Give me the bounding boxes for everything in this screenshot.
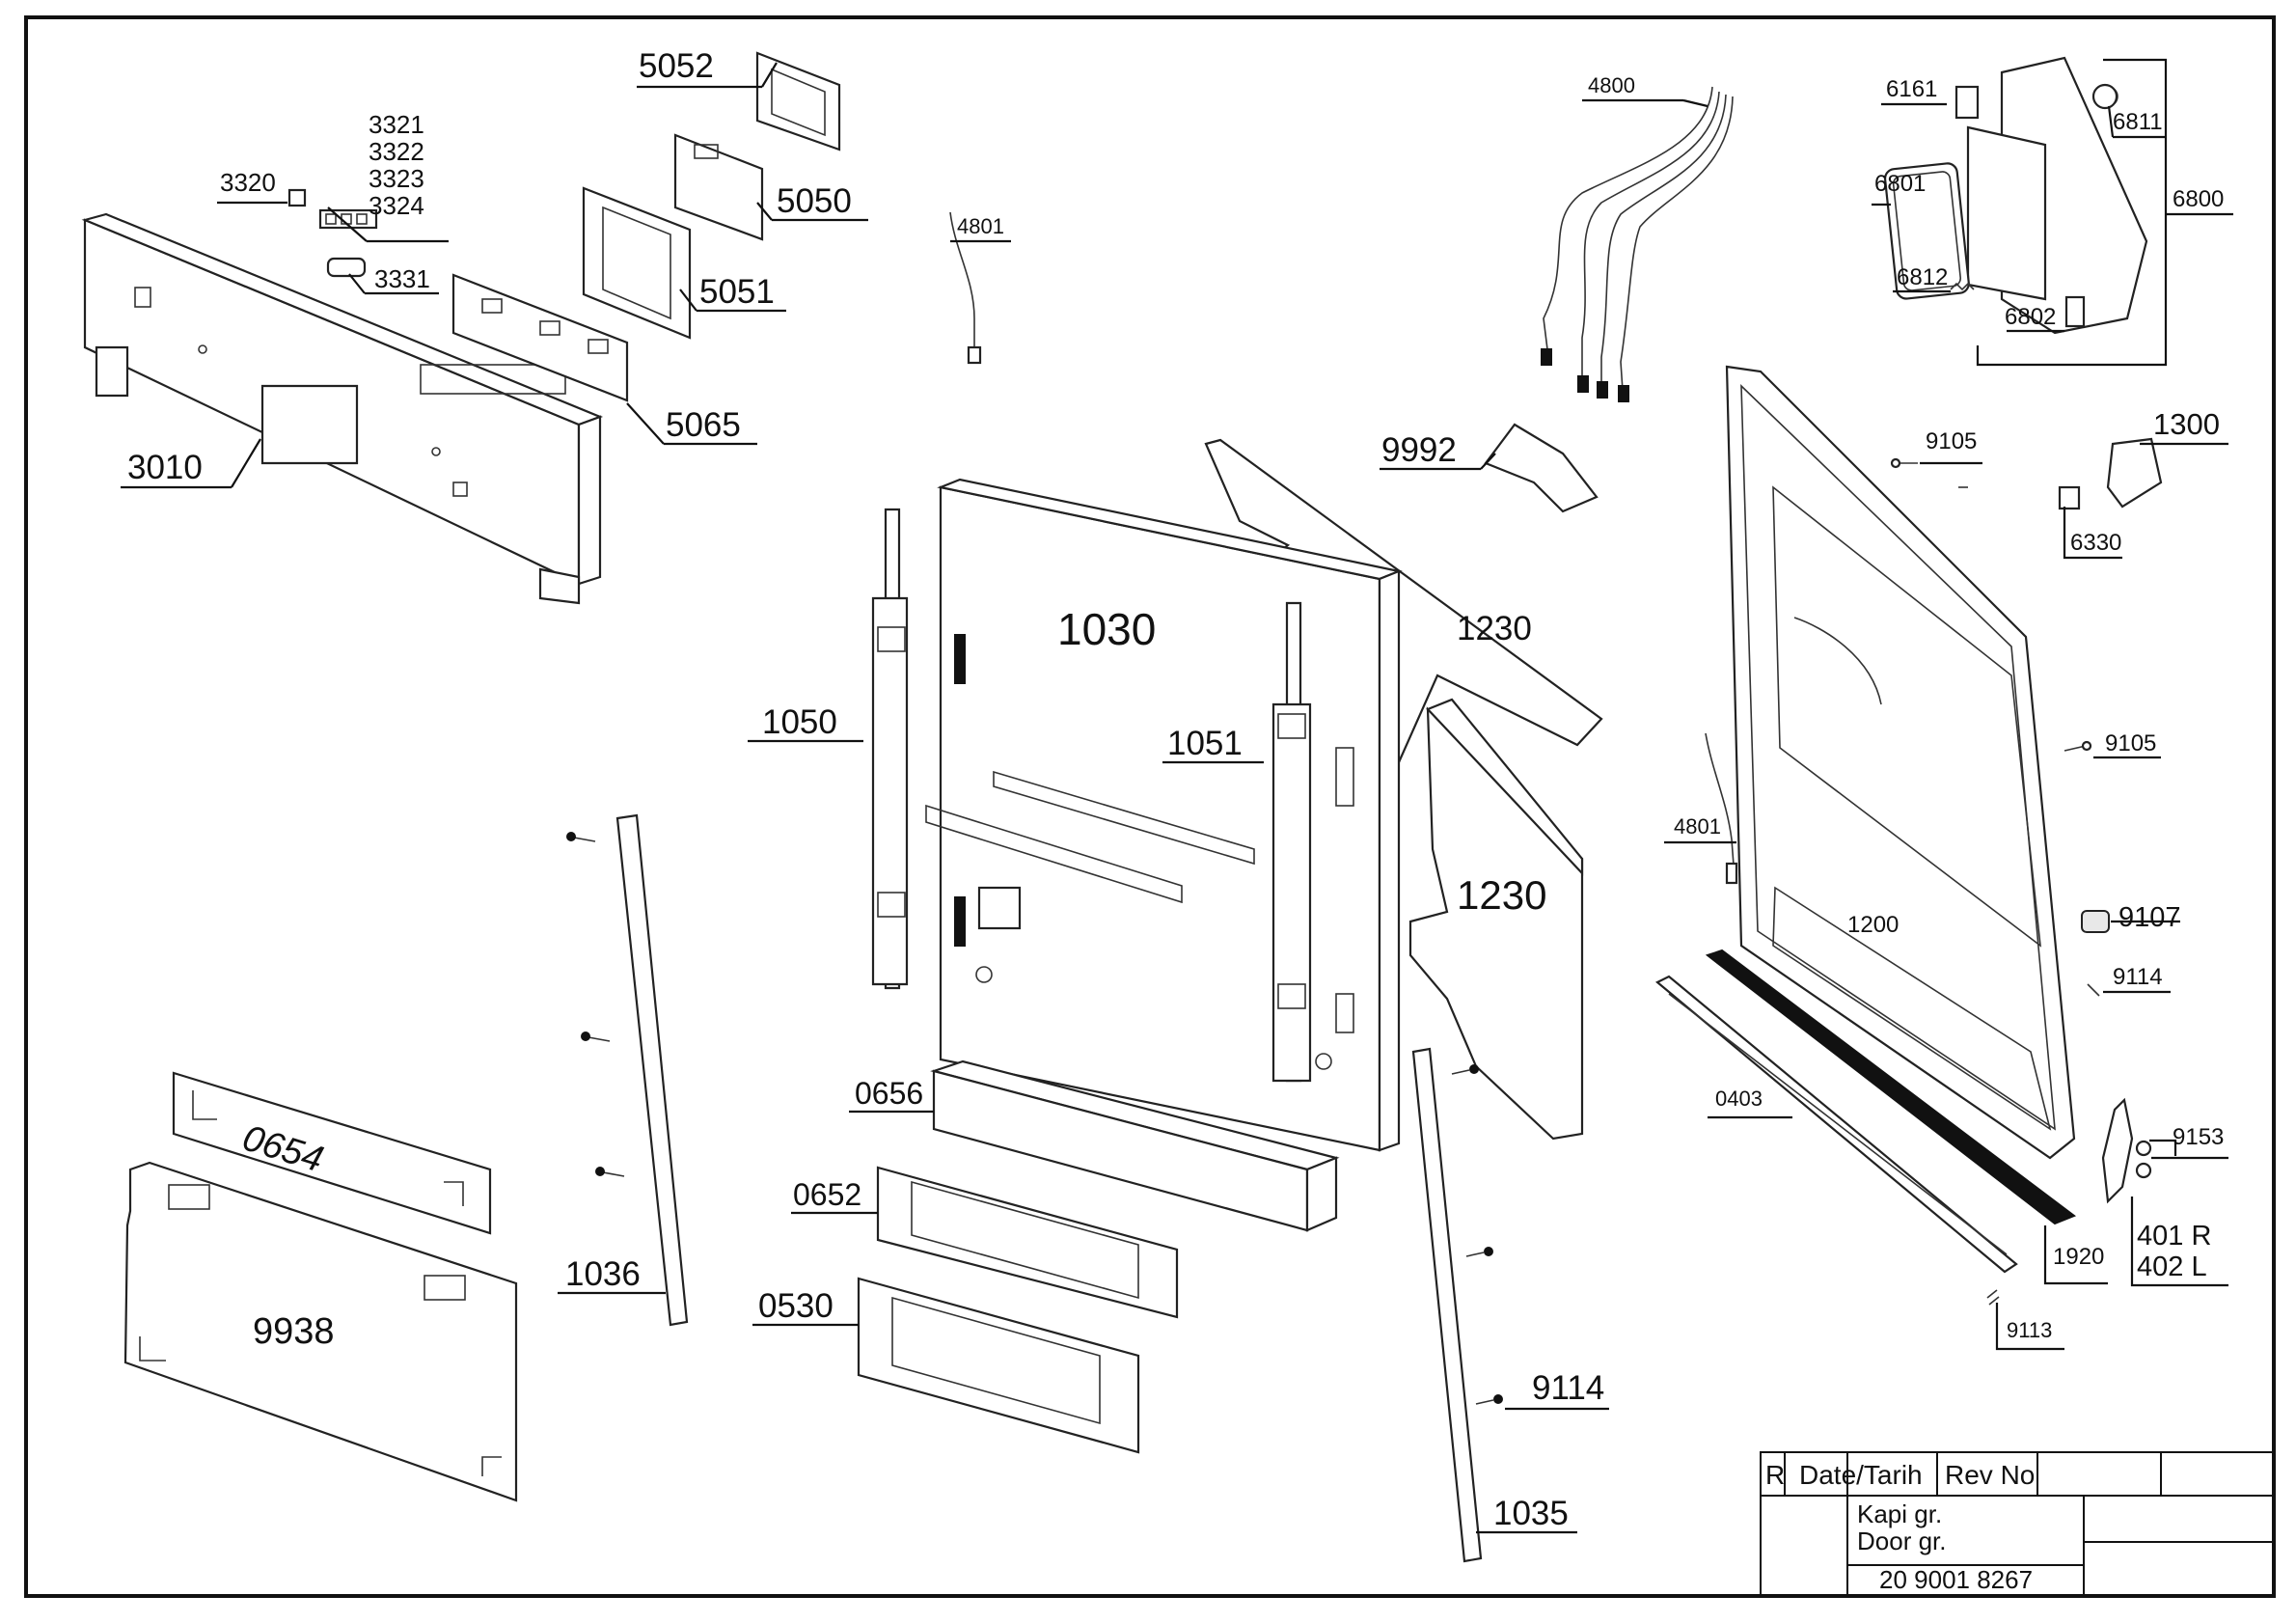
label-9105-door: 9105 xyxy=(2105,730,2156,756)
leader-lines xyxy=(121,58,2233,1534)
label-402l: 402 L xyxy=(2137,1252,2207,1282)
label-1051: 1051 xyxy=(1167,725,1243,762)
part-3321-3324-buttons xyxy=(318,208,378,230)
part-4801-cable-lower xyxy=(1705,732,1738,885)
label-3324: 3324 xyxy=(369,191,424,220)
part-1030-door-panel xyxy=(925,478,1403,1152)
label-3323: 3323 xyxy=(369,164,424,193)
label-9113: 9113 xyxy=(2007,1318,2052,1342)
label-1030: 1030 xyxy=(1057,604,1156,654)
label-1035: 1035 xyxy=(1493,1495,1569,1532)
label-1050: 1050 xyxy=(762,703,837,741)
label-9938: 9938 xyxy=(253,1311,335,1352)
part-401-402-hinge-bracket xyxy=(2101,1097,2134,1204)
label-9114-door: 9114 xyxy=(2113,964,2163,990)
part-1200-outer-door xyxy=(1725,365,2076,1160)
label-401r: 401 R xyxy=(2137,1221,2211,1252)
label-4801-lower: 4801 xyxy=(1674,814,1721,839)
title-block-group-en: Door gr. xyxy=(1857,1527,1947,1555)
label-6802: 6802 xyxy=(2005,304,2056,330)
part-9107-seal-clip xyxy=(2081,910,2110,933)
part-9153-screws xyxy=(2135,1140,2152,1179)
part-6811-seal xyxy=(2091,83,2118,110)
label-5050: 5050 xyxy=(777,182,852,220)
title-block: R Date/Tarih Rev No Kapi gr. Door gr. 20… xyxy=(1760,1451,2275,1597)
part-0656-foam-block xyxy=(930,1059,1340,1232)
part-0652-handle-frame xyxy=(876,1166,1179,1319)
part-6812-spring xyxy=(1950,282,1975,291)
label-4800: 4800 xyxy=(1588,73,1635,97)
part-6330-clip xyxy=(2058,485,2081,510)
label-9114-trim: 9114 xyxy=(1532,1369,1604,1407)
title-block-date: Date/Tarih xyxy=(1799,1460,1923,1490)
part-5052-bracket xyxy=(755,51,841,151)
part-1300-hinge xyxy=(2106,437,2163,509)
label-4801-upper: 4801 xyxy=(957,214,1004,238)
label-5051: 5051 xyxy=(699,273,775,311)
part-5050-electronic-board xyxy=(673,133,764,241)
part-3010-control-panel xyxy=(81,212,604,605)
part-1920-door-seal xyxy=(1705,949,2077,1225)
label-1200: 1200 xyxy=(1847,912,1899,938)
title-block-drawing-number: 20 9001 8267 xyxy=(1879,1565,2033,1594)
part-1035-side-trim xyxy=(1411,1047,1483,1563)
part-6802-lock xyxy=(2064,295,2086,328)
part-4801-cable-upper xyxy=(949,211,982,365)
label-6330: 6330 xyxy=(2070,530,2121,556)
label-0403: 0403 xyxy=(1715,1087,1763,1111)
title-block-r: R xyxy=(1765,1460,1785,1490)
drawing-frame xyxy=(24,15,2276,1598)
label-3010: 3010 xyxy=(127,449,203,486)
part-0654-plate xyxy=(172,1071,492,1235)
part-1050-side-rail-left xyxy=(871,508,909,990)
label-6811: 6811 xyxy=(2113,109,2163,135)
label-1230-lower: 1230 xyxy=(1457,872,1546,918)
label-5065: 5065 xyxy=(666,406,741,444)
label-3322: 3322 xyxy=(369,137,424,166)
part-3320-switch xyxy=(287,188,307,207)
label-1920: 1920 xyxy=(2053,1244,2104,1270)
title-block-rev: Rev No xyxy=(1945,1460,2035,1490)
label-0656: 0656 xyxy=(855,1076,923,1111)
part-0530-handle xyxy=(857,1277,1140,1454)
label-1230-upper: 1230 xyxy=(1457,610,1532,647)
part-9105-screw-door xyxy=(2064,740,2092,752)
label-9153: 9153 xyxy=(2173,1124,2224,1150)
label-3321: 3321 xyxy=(369,110,424,139)
label-6161: 6161 xyxy=(1886,76,1937,102)
label-0652: 0652 xyxy=(793,1177,861,1212)
label-9105-upper: 9105 xyxy=(1926,428,1977,454)
part-labels: 5052 5050 5051 5065 3321 3322 3323 3324 … xyxy=(127,47,2224,1532)
label-5052: 5052 xyxy=(639,47,714,85)
part-0403-bottom-rail xyxy=(1655,975,2018,1274)
label-9107: 9107 xyxy=(2118,902,2181,933)
part-3331-buttons xyxy=(326,257,367,278)
part-5065-switch-carrier xyxy=(451,273,629,402)
label-0530: 0530 xyxy=(758,1287,834,1325)
part-9113-clip xyxy=(1986,1289,2000,1306)
title-block-group-tr: Kapi gr. xyxy=(1857,1499,1942,1528)
part-9114-screws-right xyxy=(1451,1064,1503,1405)
label-6800: 6800 xyxy=(2173,186,2224,212)
label-3331: 3331 xyxy=(374,264,430,293)
label-1300: 1300 xyxy=(2153,407,2220,441)
label-9992: 9992 xyxy=(1381,431,1457,469)
part-1036-side-trim xyxy=(615,813,689,1327)
part-9105-screw-upper xyxy=(1890,457,1968,488)
part-9992-hinge-bracket xyxy=(1484,423,1599,513)
label-6812: 6812 xyxy=(1897,264,1948,290)
part-6800-dispenser xyxy=(1954,56,2148,335)
part-1051-side-rail-right xyxy=(1271,601,1312,1083)
part-9938-plate xyxy=(123,1161,518,1502)
part-5051-board-housing xyxy=(582,186,692,340)
label-6801: 6801 xyxy=(1874,171,1926,197)
label-1036: 1036 xyxy=(565,1255,641,1293)
part-9114-screws-left xyxy=(566,832,625,1177)
part-1230-insulation-lower xyxy=(1408,698,1584,1141)
part-4800-cable-harness xyxy=(1541,86,1734,402)
part-6801-gasket xyxy=(1883,162,1970,300)
label-3320: 3320 xyxy=(220,168,276,197)
part-9114-screw-door xyxy=(2087,983,2100,997)
